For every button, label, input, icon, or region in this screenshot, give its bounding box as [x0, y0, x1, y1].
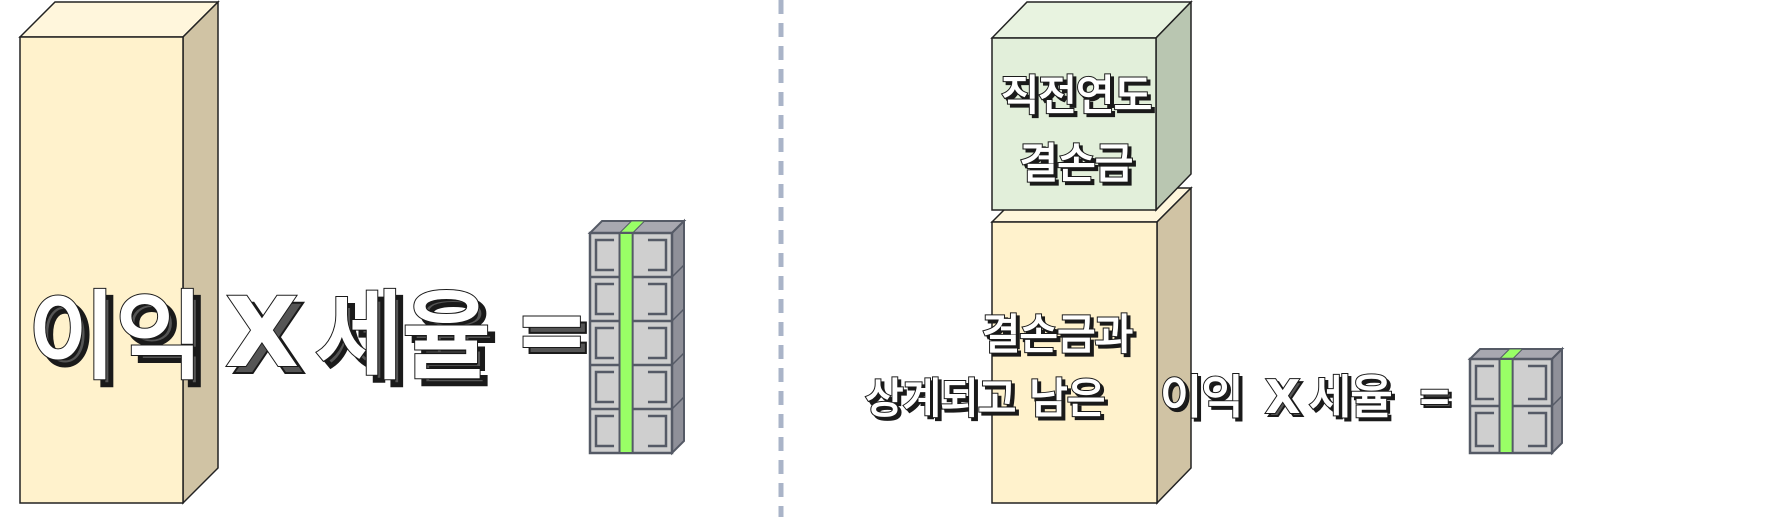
right-formula-prefix: 상계되고 남은	[865, 374, 1105, 423]
right-formula-prefix-shadow: 상계되고 남은	[868, 377, 1108, 426]
equals-text-shadow: =	[520, 283, 594, 388]
left-formula: 이익 이익 X X 세율 세율 = =	[27, 276, 596, 401]
tax-rate-text: 세율	[315, 281, 490, 393]
prior-year-loss-block	[990, 0, 1193, 212]
right-tax-rate-text-shadow: 세율	[1312, 373, 1395, 427]
tax-coin-stack-icon	[587, 218, 687, 456]
right-formula: 결손금과 결손금과 상계되고 남은 상계되고 남은 이익 이익 X X 세율 세…	[864, 309, 1456, 428]
right-formula-line1-shadow: 결손금과	[985, 313, 1136, 362]
right-equals-text: =	[1417, 371, 1451, 420]
right-times-text: X	[1265, 370, 1300, 424]
prior-year-label-line1: 직전연도	[1001, 71, 1152, 120]
prior-year-label-line2: 결손금	[1020, 139, 1133, 188]
times-text-shadow: X	[232, 284, 305, 396]
profit-block	[18, 0, 220, 505]
prior-year-loss-label: 직전연도 직전연도 결손금 결손금	[1000, 70, 1157, 192]
right-tax-rate-text: 세율	[1309, 370, 1392, 424]
right-equals-text-shadow: =	[1420, 374, 1454, 423]
right-formula-line1: 결손금과	[982, 310, 1133, 359]
right-times-text-shadow: X	[1268, 373, 1303, 427]
tax-rate-text-shadow: 세율	[322, 288, 497, 400]
times-text: X	[225, 277, 298, 389]
profit-text: 이익	[28, 281, 203, 393]
prior-year-label-line1-shadow: 직전연도	[1004, 74, 1155, 123]
prior-year-label-line2-shadow: 결손금	[1023, 142, 1136, 191]
tax-coin-stack-small-icon	[1467, 346, 1565, 456]
right-profit-text-shadow: 이익	[1163, 373, 1246, 427]
equals-text: =	[514, 277, 588, 382]
profit-text-shadow: 이익	[35, 288, 210, 400]
right-profit-text: 이익	[1160, 370, 1243, 424]
